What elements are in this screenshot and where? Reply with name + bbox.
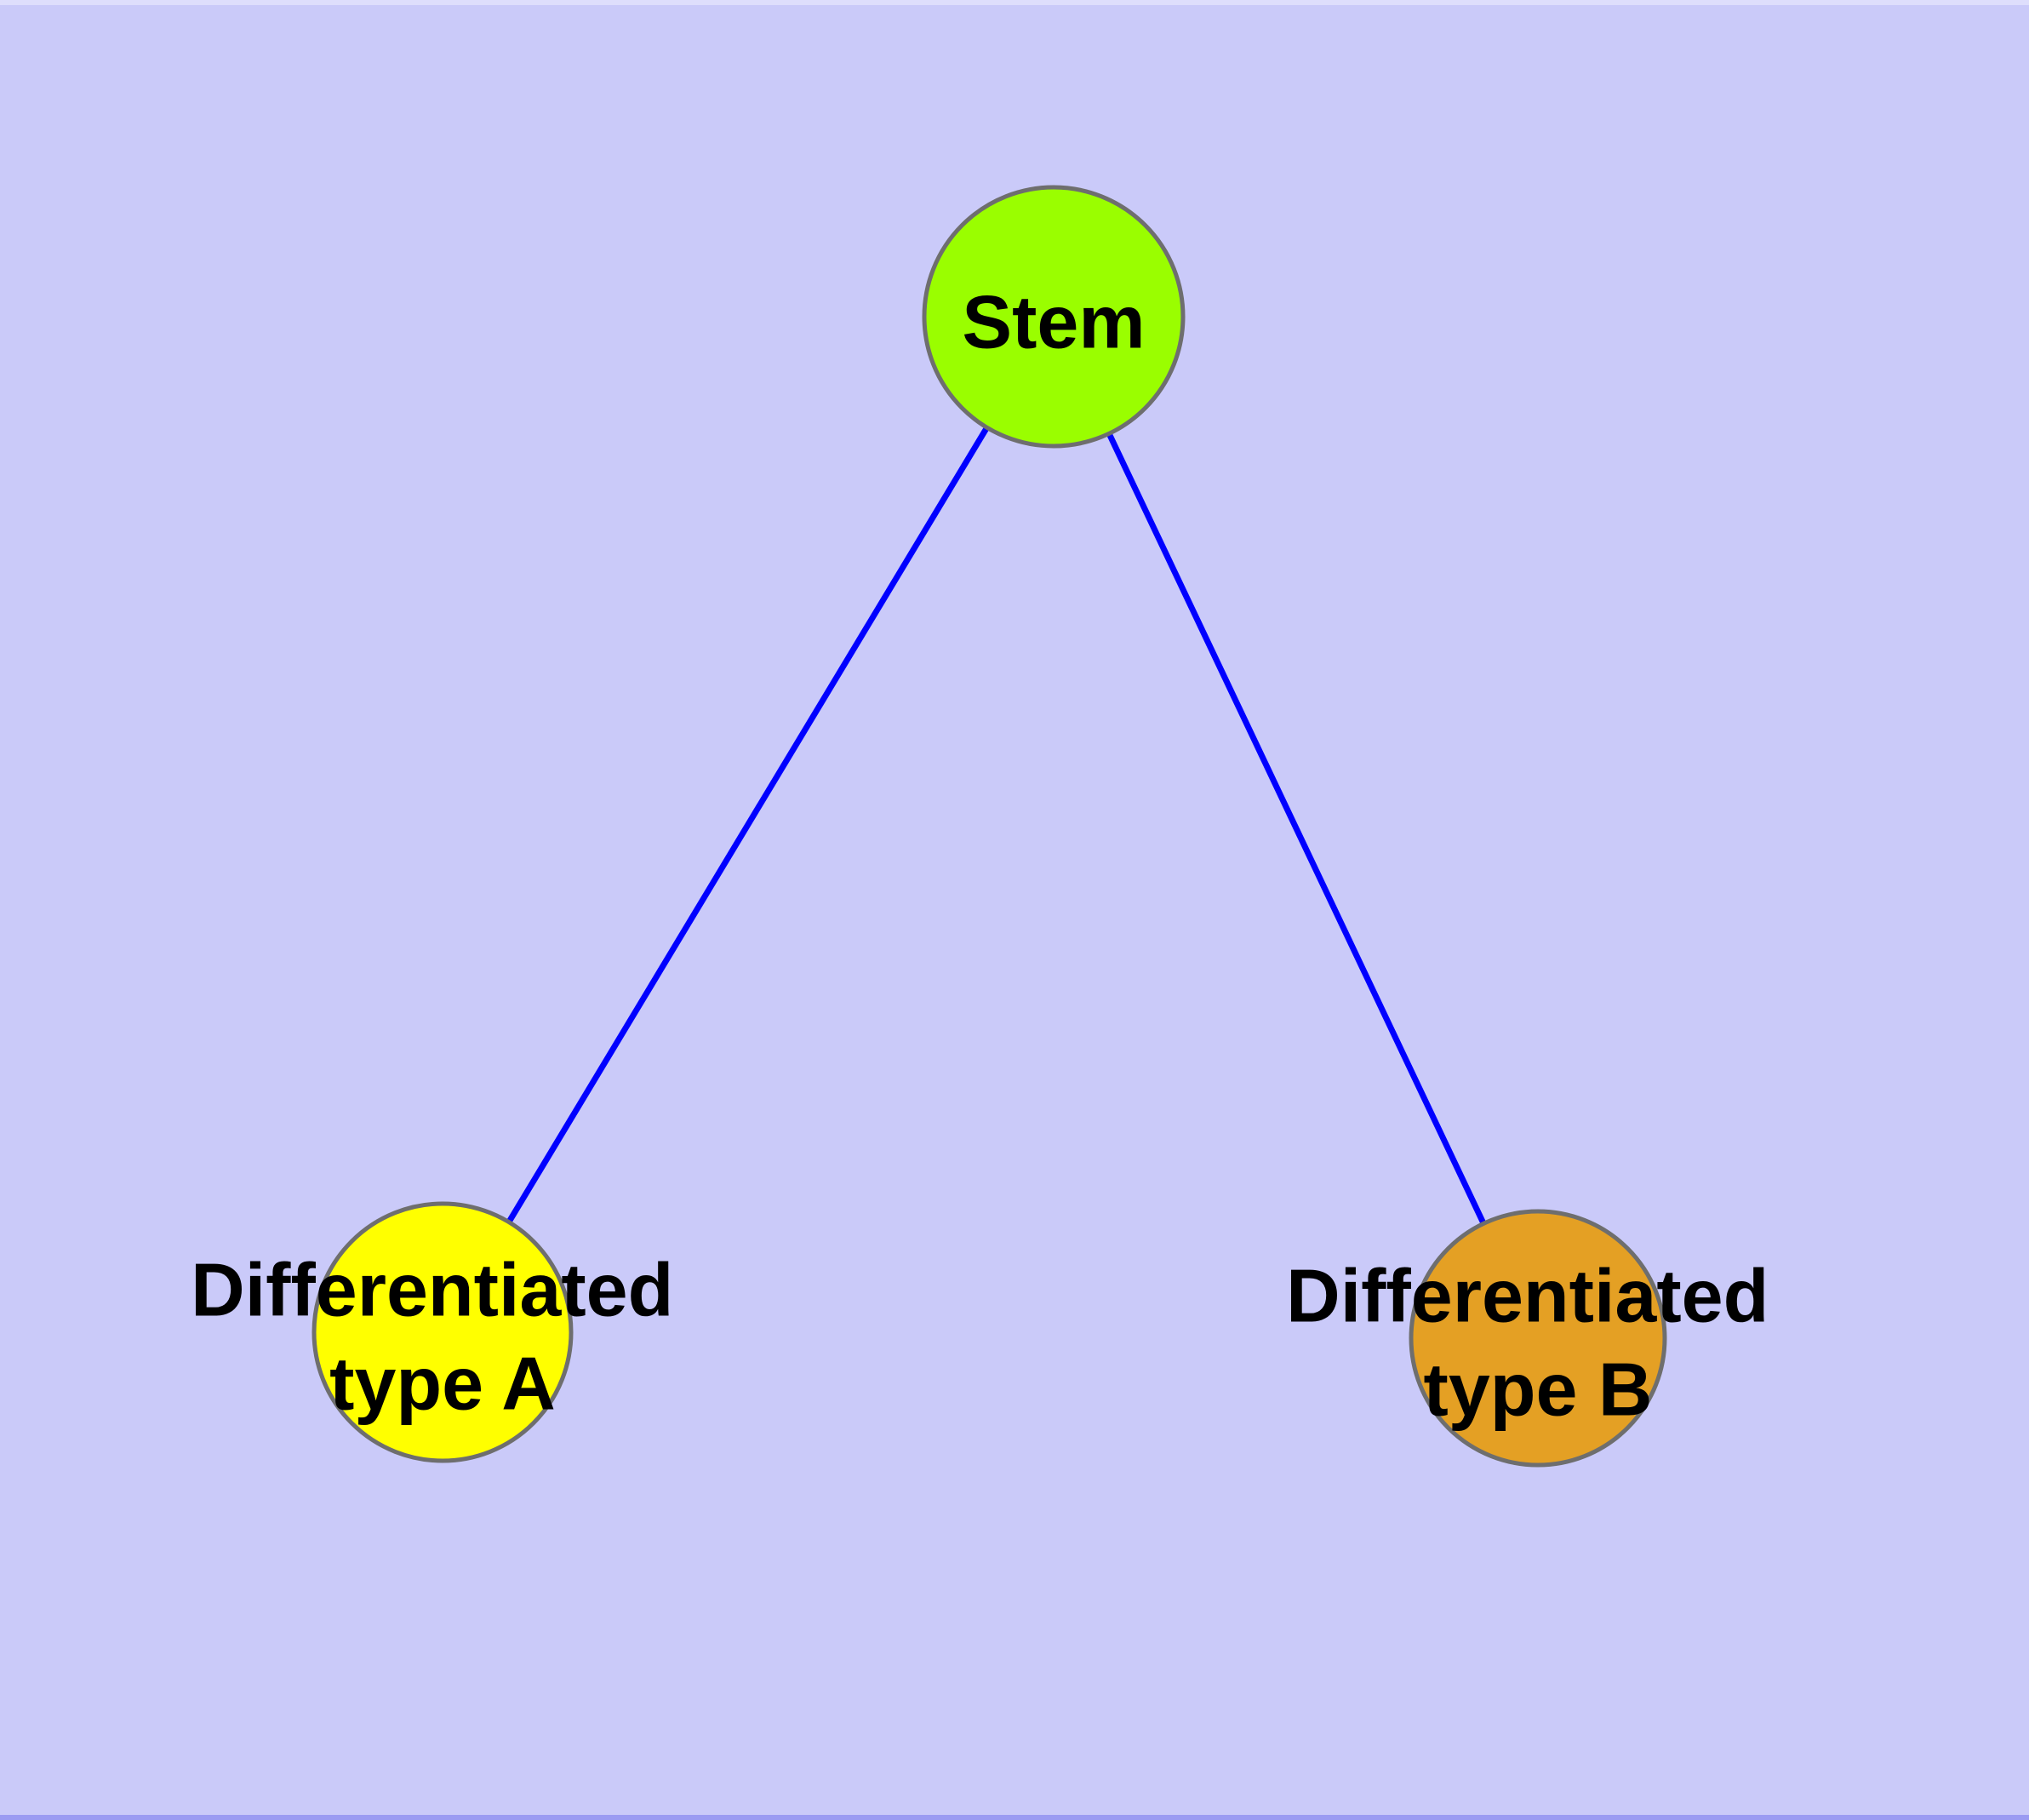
edge-stem-to-type-b xyxy=(1050,315,1541,1340)
stem-node-label: Stem xyxy=(962,280,1145,364)
stem-node-circle xyxy=(922,185,1186,449)
type-a-label-line-1: Differentiated xyxy=(191,1248,673,1332)
type-b-label-line-2: type B xyxy=(1424,1348,1653,1432)
type-b-label-line-1: Differentiated xyxy=(1286,1254,1769,1338)
type-a-label-line-2: type A xyxy=(329,1342,556,1426)
type-b-node-circle xyxy=(1409,1209,1667,1468)
bottom-edge-strip xyxy=(0,1815,2029,1820)
edge-stem-to-type-a xyxy=(440,315,1056,1334)
type-a-node-circle xyxy=(311,1201,574,1463)
type-a-node-label: Differentiated type A xyxy=(191,1222,694,1426)
type-b-node-label: Differentiated type B xyxy=(1286,1228,1790,1432)
top-edge-strip xyxy=(0,0,2029,5)
